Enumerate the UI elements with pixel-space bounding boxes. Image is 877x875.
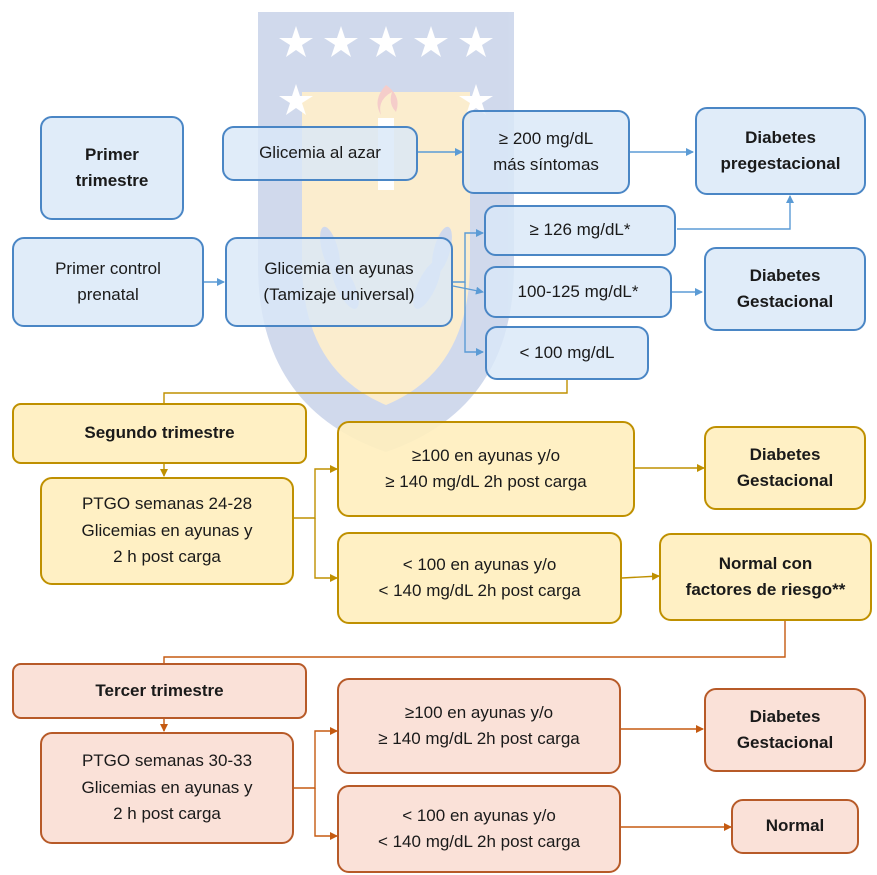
second-trimester-header: Segundo trimestre [12,403,307,464]
second-abnormal-result-box: ≥100 en ayunas y/o≥ 140 mg/dL 2h post ca… [337,421,635,517]
second-normal-result-box: < 100 en ayunas y/o< 140 mg/dL 2h post c… [337,532,622,624]
fasting-below-100-box: < 100 mg/dL [485,326,649,380]
normal-result-box: Normal [731,799,859,854]
fasting-glycemia-box: Glicemia en ayunas(Tamizaje universal) [225,237,453,327]
fasting-100-125-box: 100-125 mg/dL* [484,266,672,318]
third-abnormal-result-box: ≥100 en ayunas y/o≥ 140 mg/dL 2h post ca… [337,678,621,774]
random-glycemia-box: Glicemia al azar [222,126,418,181]
third-normal-result-box: < 100 en ayunas y/o< 140 mg/dL 2h post c… [337,785,621,873]
third-trimester-header: Tercer trimestre [12,663,307,719]
fasting-126-box: ≥ 126 mg/dL* [484,205,676,256]
